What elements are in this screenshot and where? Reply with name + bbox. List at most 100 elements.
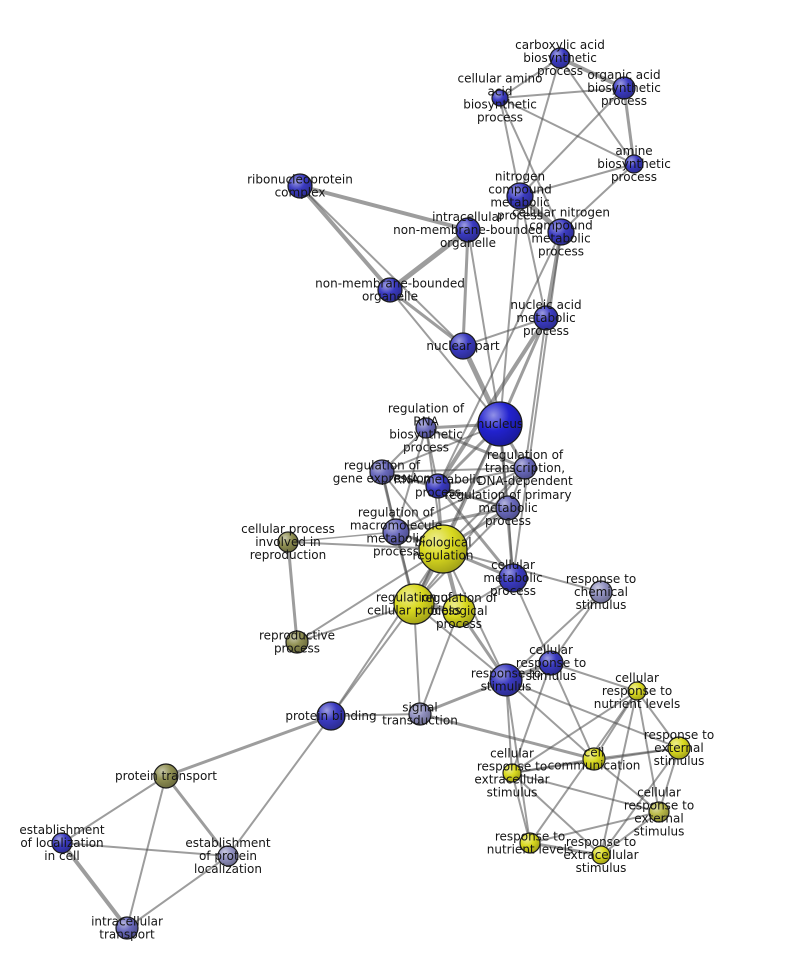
graph-edge-n9-n12	[389, 289, 501, 425]
graph-node-n5[interactable]: nitrogen compound metabolic process	[506, 182, 534, 210]
graph-edge-n8-n11	[461, 228, 470, 348]
graph-edge-n14-n22	[413, 467, 526, 605]
graph-edge-n28-n39	[600, 690, 638, 856]
graph-node-n13[interactable]: regulation of RNA biosynthetic process	[415, 417, 437, 439]
graph-node-n36[interactable]: establishment of localization in cell	[51, 832, 73, 854]
graph-node-n18[interactable]: regulation of macromolecule metabolic pr…	[382, 518, 410, 546]
graph-node-n29[interactable]: protein binding	[316, 701, 346, 731]
graph-edge-n19-n21	[287, 541, 444, 550]
graph-edge-n35-n36	[61, 775, 167, 844]
graph-node-n24[interactable]: response to chemical stimulus	[589, 580, 613, 604]
graph-edge-n33-n34	[511, 772, 660, 813]
graph-node-n39[interactable]: response to extracellular stimulus	[591, 845, 611, 865]
graph-edge-n10-n11	[462, 317, 547, 347]
graph-edge-n8-n9	[387, 227, 471, 293]
graph-node-n26[interactable]: cellular response to stimulus	[538, 650, 564, 676]
graph-node-n12[interactable]: nucleus	[477, 401, 523, 447]
graph-edge-n2-n4	[622, 86, 636, 166]
node-label-n12: nucleus	[477, 417, 523, 431]
graph-node-n37[interactable]: establishment of protein localization	[217, 845, 239, 867]
graph-node-n27[interactable]: response to stimulus	[489, 663, 523, 697]
graph-edge-n33-n39	[511, 772, 602, 856]
graph-edge-n29-n30	[330, 713, 421, 717]
graph-edge-n7-n11	[299, 185, 464, 347]
graph-edge-n6-n20	[512, 231, 562, 579]
graph-edge-n13-n14	[424, 426, 527, 470]
graph-node-n2[interactable]: organic acid biosynthetic process	[612, 76, 636, 100]
graph-node-n38[interactable]: response to nutrient levels	[519, 832, 541, 854]
graph-edge-n29-n35	[164, 714, 333, 778]
graph-edge-n38-n39	[528, 841, 603, 857]
graph-edge-n28-n38	[529, 690, 638, 844]
graph-node-n23[interactable]: regulation of biological process	[442, 594, 476, 628]
graph-edge-n3-n6	[499, 97, 562, 233]
graph-edge-n8-n12	[467, 229, 501, 425]
nodes-layer: carboxylic acid biosynthetic process orga…	[51, 47, 691, 940]
graph-node-n40[interactable]: intracellular transport	[115, 916, 139, 940]
graph-node-n1[interactable]: carboxylic acid biosynthetic process	[549, 47, 571, 69]
graph-node-n4[interactable]: amine biosynthetic process	[624, 154, 644, 174]
graph-node-n7[interactable]: ribonucleoprotein complex	[287, 173, 313, 199]
graph-edge-n27-n32	[505, 679, 595, 760]
graph-edge-n4-n6	[560, 163, 635, 233]
graph-edge-n21-n25	[286, 540, 299, 644]
node-label-n35: protein transport	[115, 769, 217, 783]
graph-edge-n33-n38	[511, 772, 531, 844]
graph-edge-n17-n18	[394, 506, 510, 534]
graph-node-n14[interactable]: regulation of transcription, DNA-depende…	[513, 456, 537, 480]
graph-edge-n3-n5	[499, 97, 521, 197]
graph-edge-n14-n16	[437, 467, 526, 487]
graph-node-n25[interactable]: reproductive process	[285, 630, 309, 654]
graph-edge-n28-n33	[511, 690, 638, 774]
graph-node-n20[interactable]: cellular metabolic process	[498, 563, 528, 593]
graph-edge-n28-n31	[636, 690, 680, 749]
graph-edge-n36-n40	[60, 841, 129, 930]
graph-node-n28[interactable]: cellular response to nutrient levels	[627, 681, 647, 701]
graph-node-n9[interactable]: non-membrane-bounded organelle	[377, 277, 403, 303]
graph-node-n33[interactable]: cellular response to extracellular stimu…	[502, 763, 522, 783]
graph-node-n15[interactable]: regulation of gene expression	[369, 459, 395, 485]
graph-edge-n26-n32	[550, 662, 595, 760]
graph-node-n10[interactable]: nucleic acid metabolic process	[533, 305, 559, 331]
graph-edge-n19-n25	[296, 548, 444, 643]
graph-node-n31[interactable]: response to external stimulus	[667, 736, 691, 760]
graph-edge-n34-n39	[600, 811, 660, 856]
graph-edge-n37-n29	[227, 715, 332, 857]
graph-edge-n35-n40	[126, 775, 167, 929]
graph-node-n16[interactable]: RNA metabolic process	[425, 473, 451, 499]
graph-node-n17[interactable]: regulation of primary metabolic process	[495, 495, 521, 521]
graph-node-n6[interactable]: cellular nitrogen compound metabolic pro…	[547, 218, 575, 246]
graph-edge-n14-n18	[395, 467, 526, 533]
graph-edge-n5-n10	[519, 195, 547, 319]
graph-node-n22[interactable]: regulation of cellular process	[393, 583, 435, 625]
graph-node-n32[interactable]: cell communication	[582, 747, 606, 771]
node-label-n11: nuclear part	[426, 339, 500, 353]
graph-node-n35[interactable]: protein transport	[153, 763, 179, 789]
graph-node-n19[interactable]: biological regulation	[418, 524, 468, 574]
graph-node-n30[interactable]: signal transduction	[408, 702, 432, 726]
graph-node-n11[interactable]: nuclear part	[449, 332, 477, 360]
graph-edge-n2-n3	[499, 87, 625, 99]
graph-edge-n32-n33	[511, 758, 595, 774]
graph-edge-n37-n40	[126, 855, 229, 929]
graph-node-n8[interactable]: intracellular non-membrane-bounded organ…	[455, 217, 481, 243]
graph-node-n3[interactable]: cellular amino acid biosynthetic process	[491, 89, 509, 107]
graph-node-n21[interactable]: cellular process involved in reproductio…	[277, 531, 299, 553]
graph-node-n34[interactable]: cellular response to external stimulus	[648, 801, 670, 823]
graph-edge-n4-n5	[519, 163, 635, 197]
graph-edge-n20-n26	[512, 577, 552, 664]
